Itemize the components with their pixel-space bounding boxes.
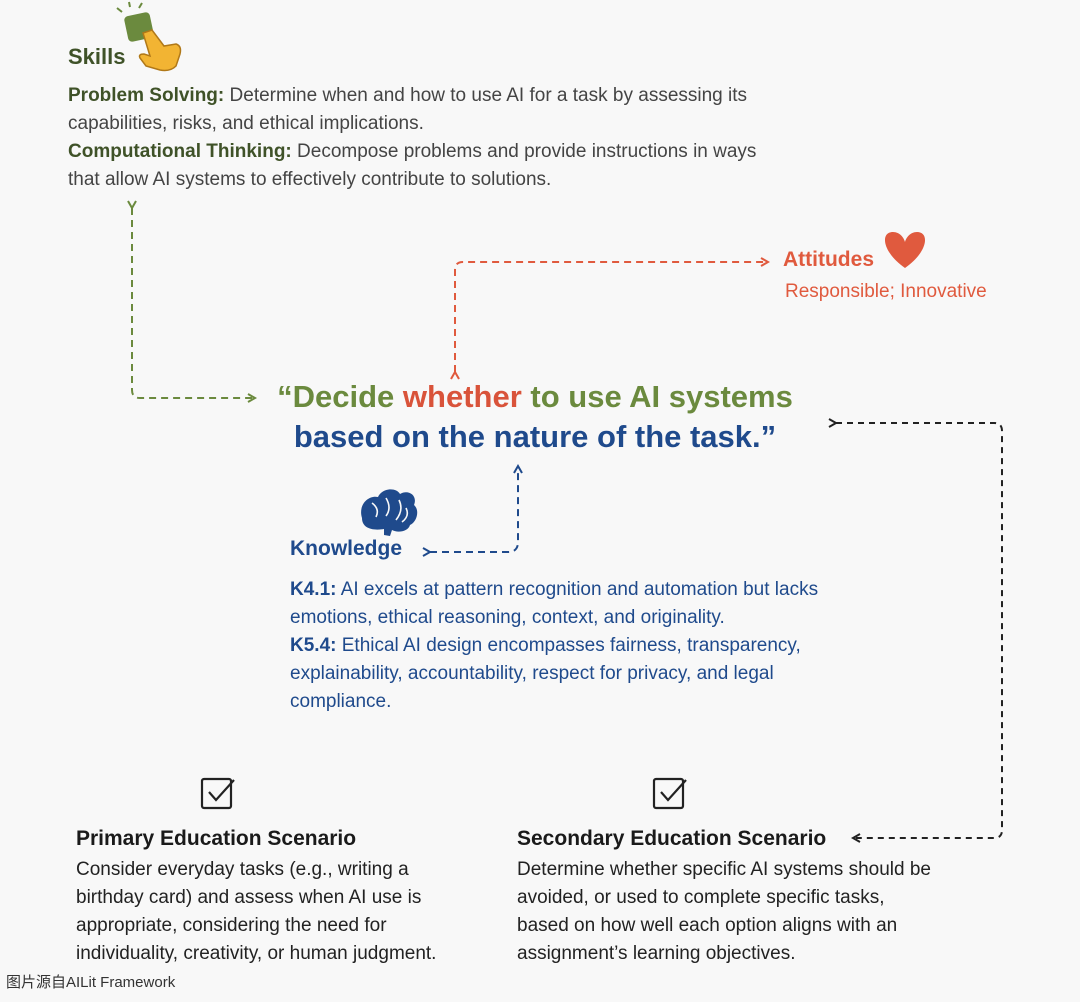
attitudes-title: Attitudes bbox=[783, 248, 874, 271]
knowledge-item-k54: K5.4: Ethical AI design encompasses fair… bbox=[290, 632, 870, 716]
central-quote: “Decide whether to use AI systems based … bbox=[200, 377, 870, 457]
pointing-hand-icon bbox=[116, 1, 182, 72]
quote-highlight: whether bbox=[402, 379, 522, 414]
skills-connector-arrow bbox=[132, 208, 255, 398]
quote-part-1: “Decide bbox=[277, 379, 403, 414]
primary-scenario-body: Consider everyday tasks (e.g., writing a… bbox=[76, 859, 437, 964]
primary-scenario-title: Primary Education Scenario bbox=[76, 827, 357, 850]
knowledge-text: Ethical AI design encompasses fairness, … bbox=[290, 635, 801, 712]
knowledge-text: AI excels at pattern recognition and aut… bbox=[290, 579, 819, 628]
secondary-scenario-body: Determine whether specific AI systems sh… bbox=[517, 859, 931, 964]
image-caption: 图片源自AILit Framework bbox=[6, 974, 176, 991]
knowledge-list: K4.1: AI excels at pattern recognition a… bbox=[290, 576, 870, 716]
checkbox-icon bbox=[200, 777, 235, 810]
skill-item-problem-solving: Problem Solving: Determine when and how … bbox=[68, 82, 758, 138]
skill-text: Decompose problems and provide instructi… bbox=[68, 141, 757, 190]
attitudes-connector-arrow bbox=[455, 262, 768, 372]
quote-part-3: to use AI systems bbox=[521, 379, 793, 414]
skill-label: Problem Solving: bbox=[68, 85, 225, 106]
skills-list: Problem Solving: Determine when and how … bbox=[68, 82, 758, 194]
skill-item-computational-thinking: Computational Thinking: Decompose proble… bbox=[68, 138, 758, 194]
quote-line-1: “Decide whether to use AI systems bbox=[200, 377, 870, 417]
secondary-scenario-title: Secondary Education Scenario bbox=[517, 827, 827, 850]
knowledge-item-k41: K4.1: AI excels at pattern recognition a… bbox=[290, 576, 870, 632]
skill-text: Determine when and how to use AI for a t… bbox=[68, 85, 748, 134]
heart-icon bbox=[884, 232, 926, 268]
checkbox-icon bbox=[652, 777, 687, 810]
quote-line-2: based on the nature of the task.” bbox=[293, 419, 777, 454]
knowledge-title: Knowledge bbox=[290, 537, 403, 560]
attitudes-value: Responsible; Innovative bbox=[785, 281, 987, 302]
skill-label: Computational Thinking: bbox=[68, 141, 292, 162]
knowledge-label: K4.1: bbox=[290, 579, 337, 600]
skills-title: Skills bbox=[68, 44, 126, 69]
brain-icon bbox=[361, 489, 418, 536]
knowledge-label: K5.4: bbox=[290, 635, 337, 656]
knowledge-connector-arrow bbox=[430, 466, 518, 552]
